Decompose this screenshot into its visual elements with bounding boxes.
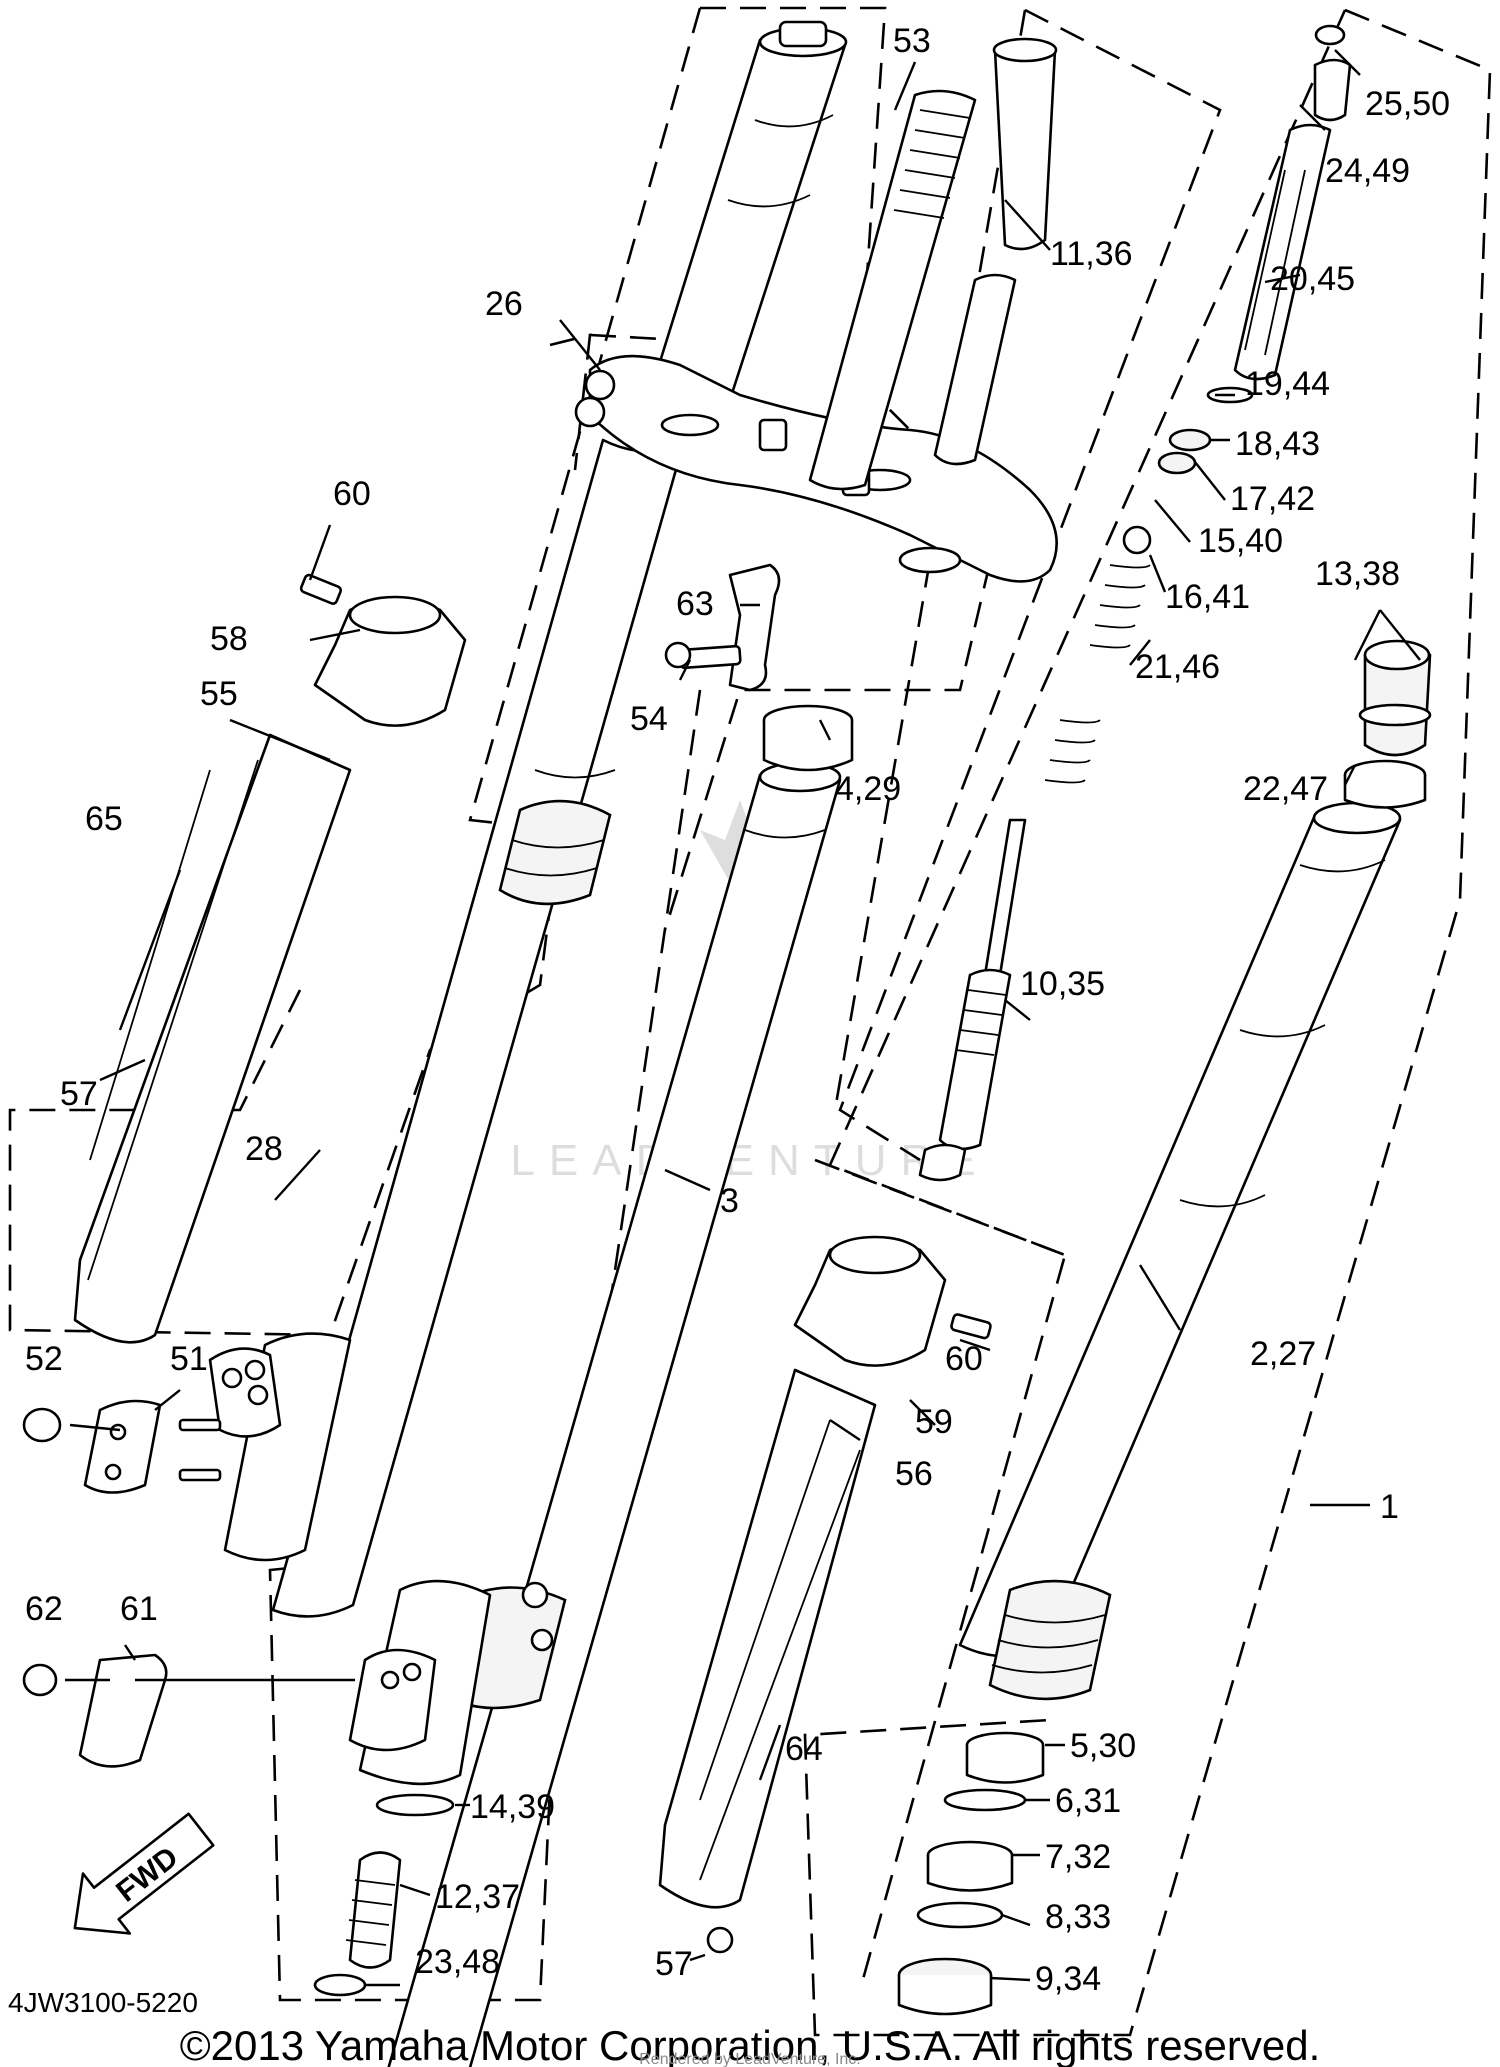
inner-tube-3 (387, 761, 842, 2067)
axle-holder-center (348, 1579, 492, 1786)
label-22-47: 22,47 (1243, 770, 1328, 808)
label-2-27: 2,27 (1250, 1335, 1316, 1373)
label-8-33: 8,33 (1045, 1898, 1111, 1936)
label-53: 53 (893, 22, 931, 60)
leader-lines (65, 49, 1421, 1987)
label-20-45: 20,45 (1270, 260, 1355, 298)
clamp-58 (299, 573, 467, 727)
label-55: 55 (200, 675, 238, 713)
label-25-50: 25,50 (1365, 85, 1450, 123)
label-12-37: 12,37 (435, 1878, 520, 1916)
label-59: 59 (915, 1403, 953, 1441)
label-54: 54 (630, 700, 668, 738)
outer-tube-right (958, 801, 1402, 1701)
bracket-63 (664, 563, 781, 692)
label-5-30: 5,30 (1070, 1727, 1136, 1765)
part-labels: 53 25,50 24,49 11,36 20,45 26 19,44 18,4… (25, 22, 1450, 1998)
label-3: 3 (720, 1182, 739, 1220)
watermark-text: LEADVENTURE (510, 1136, 989, 1185)
bracket-51 (22, 1399, 222, 1494)
damper-rod (918, 525, 1152, 1182)
label-21-46: 21,46 (1135, 648, 1220, 686)
label-58: 58 (210, 620, 248, 658)
label-63: 63 (676, 585, 714, 623)
label-51: 51 (170, 1340, 208, 1378)
label-18-43: 18,43 (1235, 425, 1320, 463)
label-57-left: 57 (60, 1075, 98, 1113)
label-10-35: 10,35 (1020, 965, 1105, 1003)
label-57-bottom: 57 (655, 1945, 693, 1983)
base-valve-parts (313, 1793, 455, 1997)
label-17-42: 17,42 (1230, 480, 1315, 518)
label-14-39: 14,39 (470, 1788, 555, 1826)
label-28: 28 (245, 1130, 283, 1168)
label-19-44: 19,44 (1245, 365, 1330, 403)
fork-guard-56 (658, 1368, 877, 1954)
label-52: 52 (25, 1340, 63, 1378)
cap-13-38 (1343, 639, 1432, 809)
cap-bolt-53 (808, 37, 1058, 491)
label-23-48: 23,48 (415, 1943, 500, 1981)
label-7-32: 7,32 (1045, 1838, 1111, 1876)
label-26: 26 (485, 285, 523, 323)
diagram-code: 4JW3100-5220 (8, 1987, 198, 2018)
oil-lock-4-29-body (762, 720, 854, 772)
damper-upper-parts (1157, 24, 1352, 475)
label-60-top: 60 (333, 475, 371, 513)
label-15-40: 15,40 (1198, 522, 1283, 560)
label-6-31: 6,31 (1055, 1782, 1121, 1820)
label-1: 1 (1380, 1488, 1399, 1526)
label-16-41: 16,41 (1165, 578, 1250, 616)
inner-tube-left (271, 20, 848, 1618)
label-11-36: 11,36 (1050, 235, 1133, 273)
label-62: 62 (25, 1590, 63, 1628)
label-9-34: 9,34 (1035, 1960, 1101, 1998)
label-13-38: 13,38 (1315, 555, 1400, 593)
label-4-29: 4,29 (835, 770, 901, 808)
label-60-bottom: 60 (945, 1340, 983, 1378)
rendered-by: Rendered by LeadVenture, Inc. (639, 2051, 861, 2067)
label-64: 64 (785, 1730, 823, 1768)
axle-holder-left (208, 1332, 352, 1562)
fwd-direction-arrow: FWD (73, 1812, 215, 1935)
bracket-61 (22, 1653, 168, 1768)
copyright-notice: ©2013 Yamaha Motor Corporation, U.S.A. A… (180, 2022, 1321, 2067)
label-61: 61 (120, 1590, 158, 1628)
label-24-49: 24,49 (1325, 152, 1410, 190)
fork-guard-55 (73, 733, 352, 1344)
label-65: 65 (85, 800, 123, 838)
clamp-59 (793, 1235, 992, 1367)
label-56: 56 (895, 1455, 933, 1493)
seal-stack (897, 1731, 1045, 2016)
